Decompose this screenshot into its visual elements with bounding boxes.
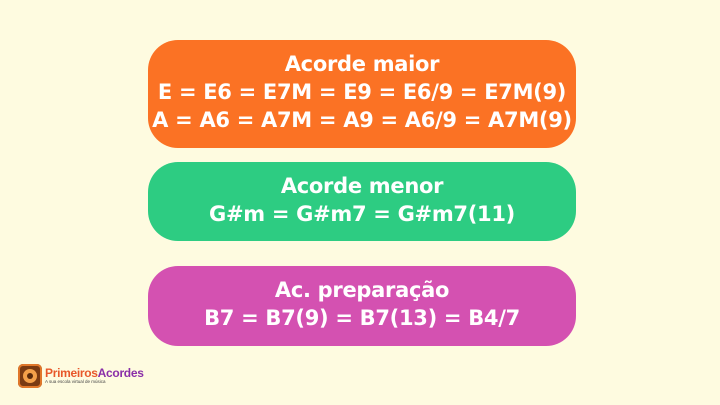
chord-line: G#m = G#m7 = G#m7(11)	[209, 202, 515, 226]
card-acorde-maior: Acorde maior E = E6 = E7M = E9 = E6/9 = …	[148, 40, 576, 148]
chord-line: A = A6 = A7M = A9 = A6/9 = A7M(9)	[152, 108, 572, 132]
chord-line: B7 = B7(9) = B7(13) = B4/7	[204, 306, 520, 330]
card-acorde-menor: Acorde menor G#m = G#m7 = G#m7(11)	[148, 162, 576, 241]
card-title: Acorde maior	[284, 52, 440, 76]
card-title: Ac. preparação	[274, 278, 450, 302]
card-acorde-preparacao: Ac. preparação B7 = B7(9) = B7(13) = B4/…	[148, 266, 576, 346]
chord-line: E = E6 = E7M = E9 = E6/9 = E7M(9)	[157, 80, 567, 104]
logo-tagline: A sua escola virtual de música	[45, 379, 106, 385]
logo-name-part2: Acordes	[97, 366, 144, 381]
logo-name-part1: Primeiros	[45, 366, 98, 381]
logo-text: PrimeirosAcordes A sua escola virtual de…	[45, 367, 144, 385]
logo-name: PrimeirosAcordes	[45, 367, 144, 379]
guitar-logo-icon	[18, 364, 42, 388]
card-title: Acorde menor	[280, 174, 444, 198]
brand-logo: PrimeirosAcordes A sua escola virtual de…	[18, 363, 144, 389]
